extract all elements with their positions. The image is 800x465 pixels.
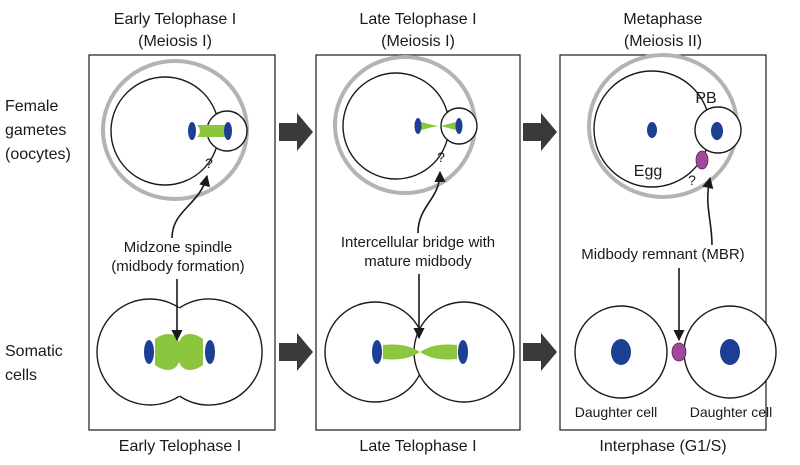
chromatin: [455, 118, 463, 134]
footer-col1: Early Telophase I: [119, 438, 241, 455]
somatic-early-telophase: [96, 298, 263, 406]
label-egg: Egg: [634, 163, 662, 180]
header-col1-phase: (Meiosis I): [138, 33, 212, 50]
label-pb: PB: [695, 90, 716, 107]
progression-arrow-top-1: [279, 113, 313, 151]
spindle: [197, 125, 225, 137]
chromatin: [144, 340, 154, 364]
panel-col1: [88, 54, 276, 431]
chromatin: [711, 122, 723, 140]
label-intercellular-bridge-2: mature midbody: [364, 253, 472, 270]
somatic-interphase: Daughter cell Daughter cell: [574, 305, 777, 420]
row-label-somatic-2: cells: [5, 367, 37, 384]
row-label-female-2: gametes: [5, 122, 66, 139]
question-mark: ?: [205, 155, 213, 171]
row-label-female-1: Female: [5, 98, 58, 115]
label-intercellular-bridge-1: Intercellular bridge with: [341, 234, 495, 251]
chromatin: [414, 118, 422, 134]
spindle: [155, 333, 203, 371]
progression-arrow-bottom-2: [523, 333, 557, 371]
label-midbody-remnant: Midbody remnant (MBR): [581, 246, 744, 263]
oocyte-metaphase-ii: PB Egg ?: [587, 53, 742, 199]
header-col1-stage: Early Telophase I: [114, 11, 236, 28]
pointer-arrow: [702, 176, 714, 246]
chromatin: [372, 340, 382, 364]
row-label-female-3: (oocytes): [5, 146, 71, 163]
progression-arrow-top-2: [523, 113, 557, 151]
label-daughter-cell-left: Daughter cell: [575, 404, 658, 420]
nucleus: [720, 339, 740, 365]
midbody-remnant: [695, 150, 709, 170]
row-label-somatic-1: Somatic: [5, 343, 63, 360]
header-col3-phase: (Meiosis II): [624, 33, 702, 50]
somatic-late-telophase: [324, 301, 515, 403]
spindle: [420, 344, 457, 360]
spindle: [421, 122, 440, 130]
chromatin: [647, 122, 657, 138]
header-col3-stage: Metaphase: [623, 11, 702, 28]
pointer-arrow: [171, 174, 211, 239]
spindle: [383, 344, 420, 360]
footer-col2: Late Telophase I: [359, 438, 476, 455]
header-col2-stage: Late Telophase I: [359, 11, 476, 28]
panel-col2: [315, 54, 521, 431]
somatic-cell-right: [179, 298, 263, 406]
progression-arrow-bottom-1: [279, 333, 313, 371]
oocyte-early-telophase: ?: [101, 59, 249, 201]
footer-col3: Interphase (G1/S): [599, 438, 726, 455]
question-mark: ?: [437, 149, 445, 165]
chromatin: [458, 340, 468, 364]
pointer-arrow: [417, 170, 446, 234]
chromatin: [205, 340, 215, 364]
midbody-remnant: [671, 342, 687, 362]
header-col2-phase: (Meiosis I): [381, 33, 455, 50]
label-midzone-spindle-1: Midzone spindle: [124, 239, 232, 256]
oocyte-late-telophase: ?: [333, 55, 478, 195]
chromatin: [188, 122, 196, 140]
nucleus: [611, 339, 631, 365]
chromatin: [224, 122, 232, 140]
label-midzone-spindle-2: (midbody formation): [111, 258, 244, 275]
spindle: [440, 122, 456, 130]
question-mark: ?: [688, 172, 696, 188]
label-daughter-cell-right: Daughter cell: [690, 404, 773, 420]
